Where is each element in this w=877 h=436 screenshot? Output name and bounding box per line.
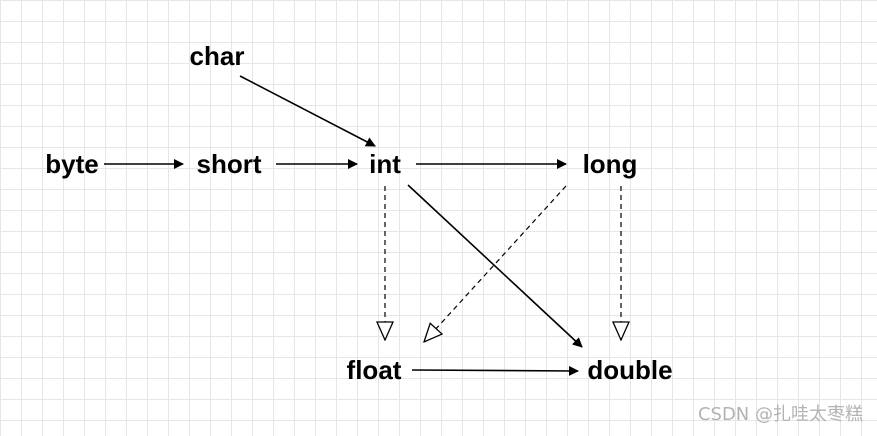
edge-int-to-double (407, 184, 583, 348)
edge-char-to-int (239, 75, 376, 147)
node-long: long (582, 149, 638, 179)
node-short: short (196, 149, 262, 179)
node-int: int (369, 149, 401, 179)
edge-long-to-float-dashed (424, 185, 567, 342)
node-float: float (346, 355, 402, 385)
node-double: double (587, 355, 673, 385)
edge-float-to-double (411, 365, 579, 376)
node-char: char (189, 41, 245, 71)
watermark-text: CSDN @扎哇太枣糕 (697, 404, 863, 425)
node-byte: byte (45, 149, 99, 179)
